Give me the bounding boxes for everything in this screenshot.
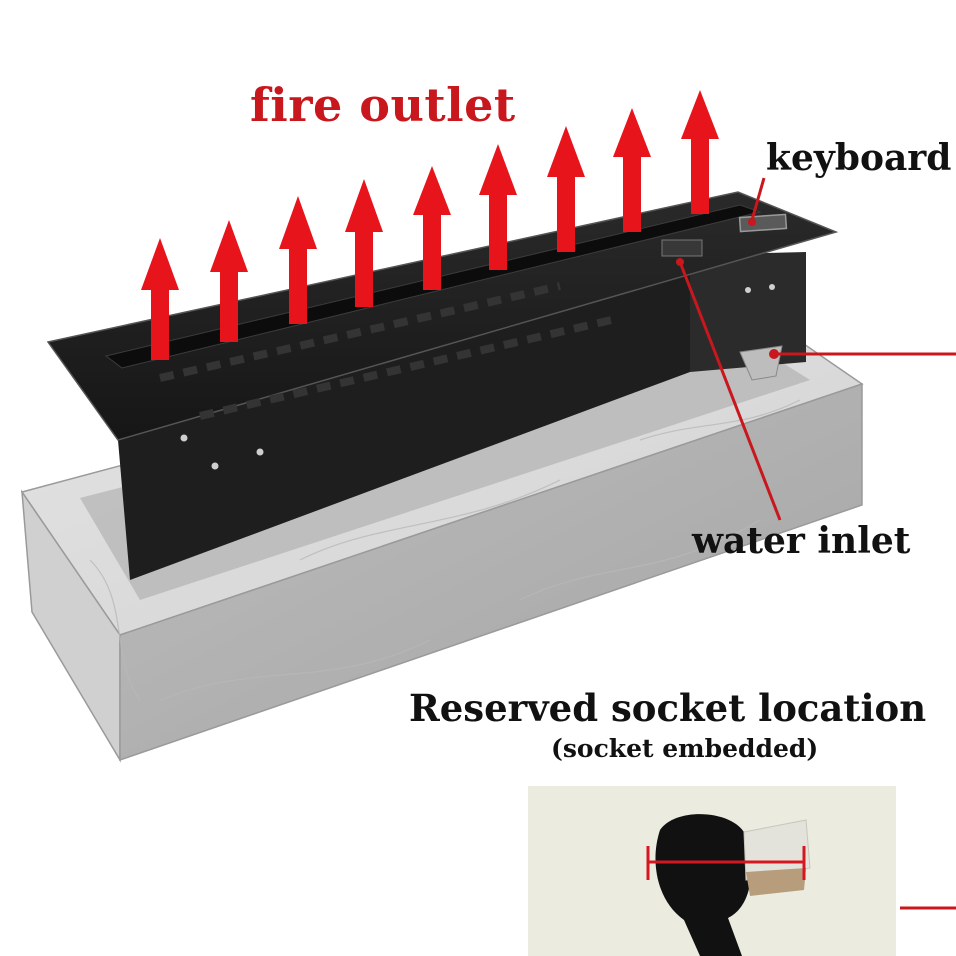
fire-outlet-label: fire outlet (250, 78, 516, 132)
keyboard-leader-dot (748, 218, 756, 226)
screw (211, 462, 219, 470)
screw (745, 287, 751, 293)
burner-side-panel (690, 252, 806, 372)
socket-leader-dot (769, 349, 779, 359)
up-arrow-icon (345, 179, 383, 307)
up-arrow-icon (613, 108, 651, 232)
up-arrow-icon (547, 126, 585, 252)
screw (256, 448, 264, 456)
water-inlet-label: water inlet (692, 520, 911, 562)
up-arrow-icon (141, 238, 179, 360)
water-inlet-leader (678, 261, 782, 521)
burner-front-body (118, 255, 690, 580)
keyboard-panel (738, 213, 788, 233)
stone-recess (80, 330, 810, 600)
vent-holes (159, 282, 621, 420)
up-arrow-icon (279, 196, 317, 324)
up-arrow-icon (413, 166, 451, 290)
socket-photo (528, 786, 896, 956)
stone-base-side (119, 382, 863, 762)
power-plug (655, 814, 752, 956)
plug-pin-lower (746, 868, 806, 896)
socket-location-subtitle: (socket embedded) (551, 734, 819, 763)
up-arrow-icon (210, 220, 248, 342)
up-arrow-icon (479, 144, 517, 270)
marble-veins (89, 399, 801, 701)
water-inlet-leader-dot (676, 258, 684, 266)
up-arrow-icon (681, 90, 719, 214)
leader-lines (676, 177, 956, 910)
plug-pin (743, 819, 811, 881)
screw (180, 434, 188, 442)
keyboard-label: keyboard (766, 137, 952, 179)
screw (769, 284, 775, 290)
water-inlet-cap (661, 239, 703, 257)
keyboard-leader (750, 177, 766, 221)
socket-location-title: Reserved socket location (409, 686, 927, 730)
fire-outlet-arrows (141, 90, 719, 360)
